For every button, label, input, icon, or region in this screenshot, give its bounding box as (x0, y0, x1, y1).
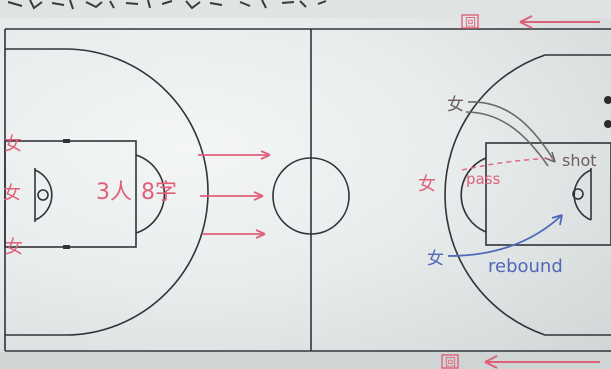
note-text: 8字 (141, 180, 177, 205)
rebound-label: rebound (488, 256, 563, 277)
cut-path (465, 101, 556, 167)
top-handwriting (7, 0, 327, 10)
pass-label: pass (466, 170, 501, 188)
arrow-head (255, 229, 266, 239)
magnet-icon (604, 96, 611, 104)
player-bottom: 女 (427, 249, 444, 269)
board-top-edge (0, 0, 611, 18)
bottom-box-outline (441, 354, 459, 369)
right-three-point-arc (444, 54, 611, 336)
right-player-marker: 女 (418, 174, 436, 195)
left-player-marker: 女 (4, 134, 22, 155)
arrow-head (260, 150, 271, 160)
top-right-label: 回 (465, 16, 476, 29)
court-lines (4, 28, 611, 352)
top-arrow-head (519, 15, 533, 29)
center-circle (272, 157, 350, 235)
arrow-head (253, 191, 264, 201)
rebound-path (447, 214, 563, 257)
note-people: 3人 (96, 180, 132, 205)
rebound-arrow-head (551, 214, 563, 226)
right-hoop (572, 188, 584, 200)
bottom-right-label: 回 (445, 356, 456, 369)
right-key (485, 142, 611, 246)
left-three-point-arc (5, 48, 209, 336)
left-free-throw-arc (135, 154, 166, 234)
left-player-marker: 女 (3, 183, 21, 204)
board-bottom-edge (0, 352, 611, 369)
bottom-arrow-head (484, 355, 498, 369)
shot-label: shot (562, 151, 597, 170)
cut-path-inner (465, 111, 549, 167)
left-player-marker: 女 (5, 237, 23, 258)
cut-path-outer (467, 101, 556, 163)
right-free-throw-arc (460, 157, 487, 233)
left-hoop (37, 189, 49, 201)
right-restricted-arc (573, 169, 592, 221)
left-key (4, 140, 137, 248)
player-top: 女 (447, 95, 464, 115)
top-box-outline (461, 14, 479, 29)
rebound-line (447, 214, 563, 257)
left-restricted-arc (34, 169, 53, 221)
top-return-arrows (441, 14, 600, 369)
magnet-icon (604, 120, 611, 128)
advance-arrows (198, 150, 271, 239)
